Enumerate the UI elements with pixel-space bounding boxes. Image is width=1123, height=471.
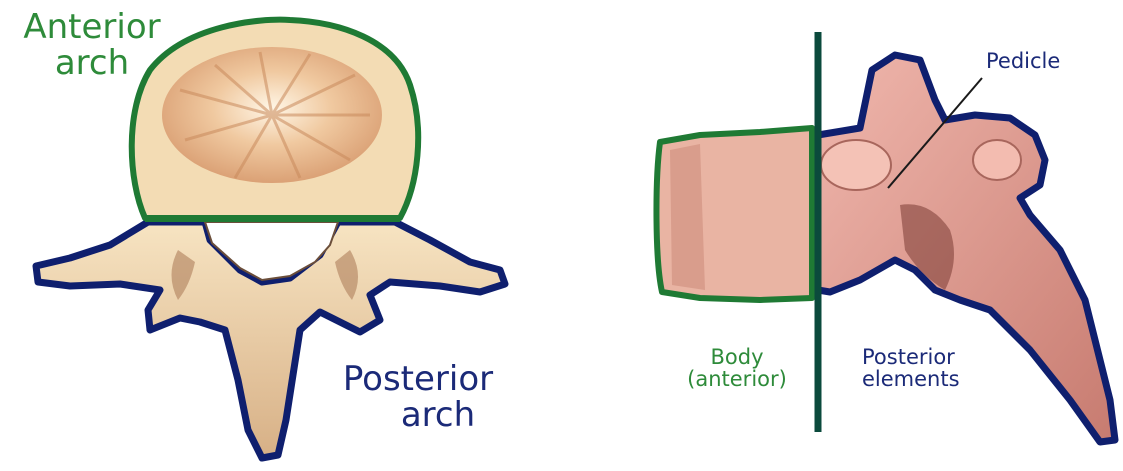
body-anterior-line2: (anterior) <box>672 368 802 390</box>
pedicle-shape <box>821 140 891 190</box>
pedicle-label: Pedicle <box>986 50 1060 72</box>
posterior-elements-line2: elements <box>862 368 960 390</box>
posterior-elements-label: Posterior elements <box>862 346 960 390</box>
posterior-arch-line1: Posterior <box>338 362 498 398</box>
facet-process <box>973 140 1021 180</box>
anterior-arch-line1: Anterior <box>22 10 162 46</box>
posterior-elements-line1: Posterior <box>862 346 960 368</box>
body-shading <box>670 144 705 290</box>
posterior-arch-label: Posterior arch <box>338 362 498 433</box>
posterior-arch-line2: arch <box>338 398 498 434</box>
body-anterior-label: Body (anterior) <box>672 346 802 390</box>
anterior-arch-line2: arch <box>22 46 162 82</box>
anterior-arch-label: Anterior arch <box>22 10 162 81</box>
body-anterior-line1: Body <box>672 346 802 368</box>
